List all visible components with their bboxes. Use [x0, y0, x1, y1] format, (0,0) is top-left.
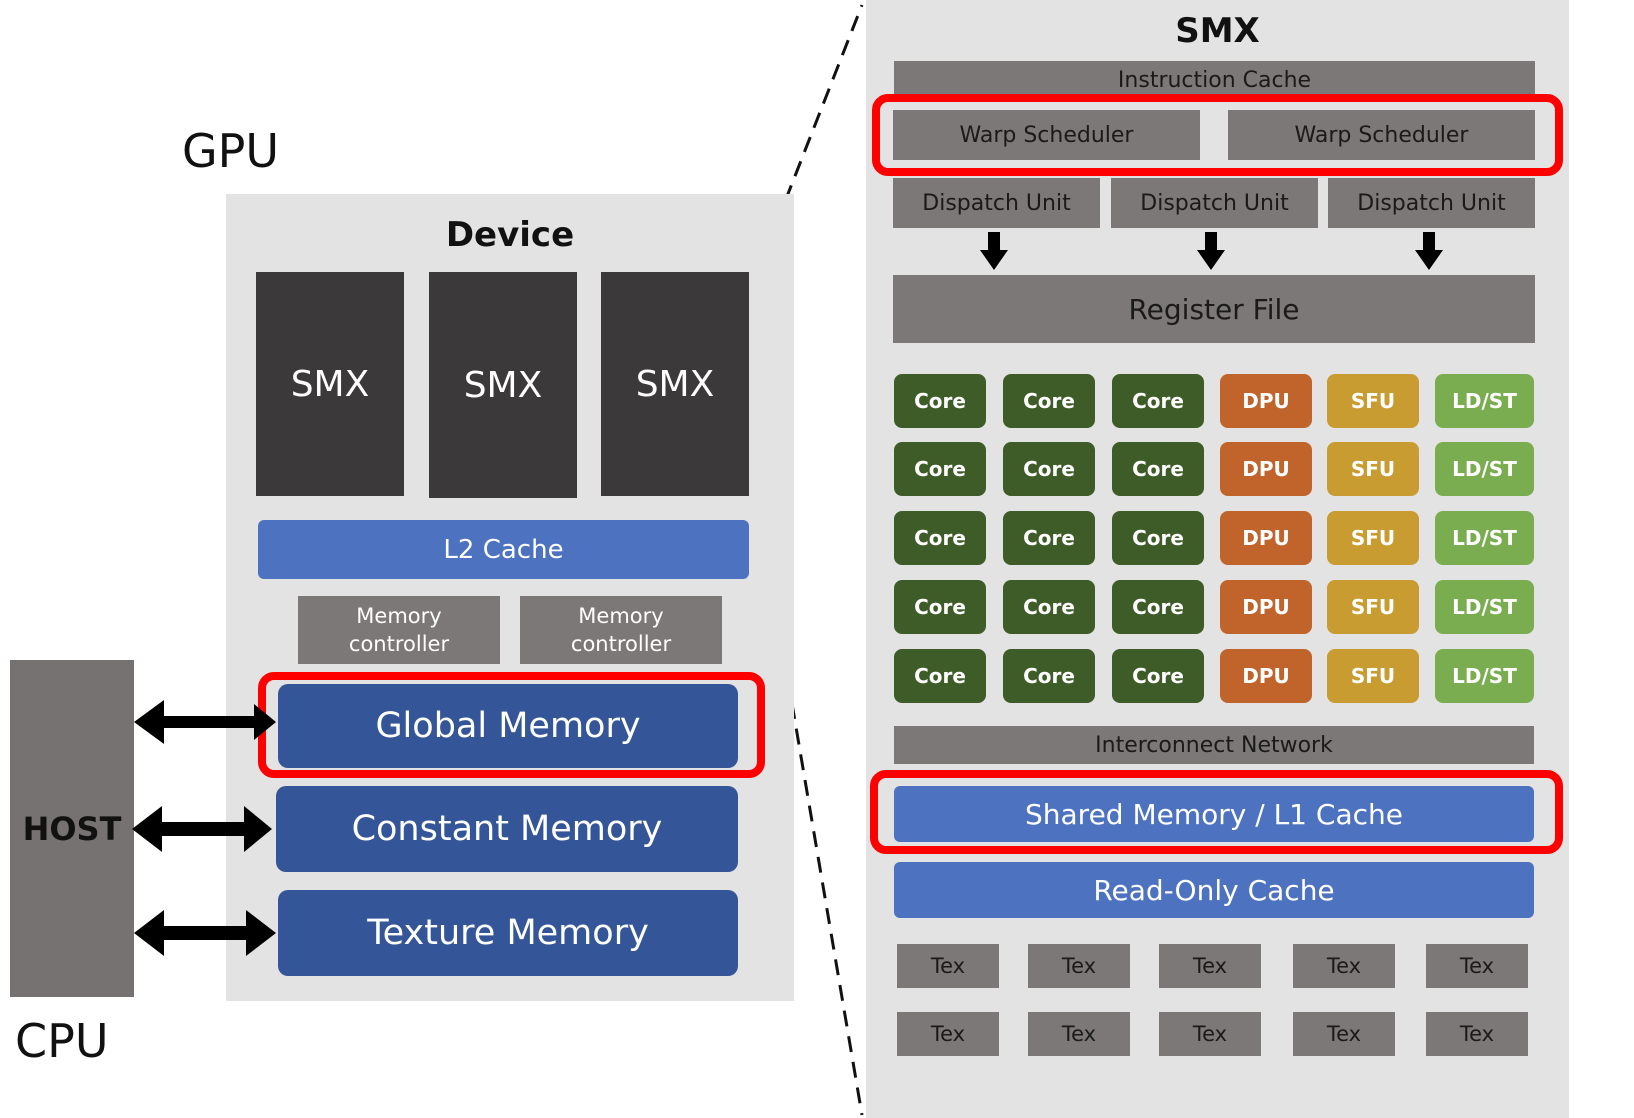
core-unit: Core [1112, 580, 1204, 634]
ldst-unit: LD/ST [1435, 580, 1534, 634]
tex-unit: Tex [1028, 1012, 1130, 1056]
ldst-unit: LD/ST [1435, 374, 1534, 428]
memory-controller: Memory controller [298, 596, 500, 664]
dpu-unit: DPU [1220, 649, 1312, 703]
interconnect-network: Interconnect Network [894, 726, 1534, 764]
device-smx-block: SMX [429, 272, 577, 498]
core-unit: Core [1003, 580, 1095, 634]
core-unit: Core [1112, 511, 1204, 565]
tex-unit: Tex [1293, 944, 1395, 988]
core-unit: Core [894, 374, 986, 428]
warp-scheduler: Warp Scheduler [893, 110, 1200, 160]
core-unit: Core [894, 511, 986, 565]
host-block: HOST [10, 660, 134, 997]
l2-cache: L2 Cache [258, 520, 749, 579]
read-only-cache: Read-Only Cache [894, 862, 1534, 918]
gpu-label: GPU [182, 124, 280, 178]
core-unit: Core [1112, 442, 1204, 496]
tex-unit: Tex [1028, 944, 1130, 988]
core-unit: Core [1003, 374, 1095, 428]
memory-controller: Memory controller [520, 596, 722, 664]
global-memory: Global Memory [278, 684, 738, 768]
tex-unit: Tex [897, 944, 999, 988]
tex-unit: Tex [897, 1012, 999, 1056]
warp-scheduler-highlight [872, 94, 1563, 176]
dpu-unit: DPU [1220, 580, 1312, 634]
core-unit: Core [1003, 442, 1095, 496]
cpu-label: CPU [15, 1014, 109, 1068]
ldst-unit: LD/ST [1435, 649, 1534, 703]
sfu-unit: SFU [1327, 374, 1419, 428]
tex-unit: Tex [1426, 1012, 1528, 1056]
dispatch-unit: Dispatch Unit [893, 178, 1100, 228]
core-unit: Core [894, 580, 986, 634]
dispatch-unit: Dispatch Unit [1111, 178, 1318, 228]
dpu-unit: DPU [1220, 442, 1312, 496]
core-unit: Core [1112, 649, 1204, 703]
shared-memory-l1-cache: Shared Memory / L1 Cache [894, 786, 1534, 842]
sfu-unit: SFU [1327, 442, 1419, 496]
sfu-unit: SFU [1327, 649, 1419, 703]
tex-unit: Tex [1426, 944, 1528, 988]
register-file: Register File [893, 275, 1535, 343]
ldst-unit: LD/ST [1435, 511, 1534, 565]
sfu-unit: SFU [1327, 511, 1419, 565]
device-smx-block: SMX [256, 272, 404, 496]
dpu-unit: DPU [1220, 374, 1312, 428]
core-unit: Core [1003, 649, 1095, 703]
core-unit: Core [894, 442, 986, 496]
global-memory-highlight [258, 672, 765, 778]
dpu-unit: DPU [1220, 511, 1312, 565]
constant-memory: Constant Memory [276, 786, 738, 872]
ldst-unit: LD/ST [1435, 442, 1534, 496]
tex-unit: Tex [1159, 944, 1261, 988]
warp-scheduler: Warp Scheduler [1228, 110, 1535, 160]
smx-title: SMX [1175, 11, 1260, 51]
instruction-cache: Instruction Cache [894, 61, 1535, 99]
dispatch-unit: Dispatch Unit [1328, 178, 1535, 228]
core-unit: Core [1003, 511, 1095, 565]
device-title: Device [445, 215, 575, 255]
shared-memory-highlight [870, 770, 1563, 854]
texture-memory: Texture Memory [278, 890, 738, 976]
core-unit: Core [1112, 374, 1204, 428]
tex-unit: Tex [1293, 1012, 1395, 1056]
device-smx-block: SMX [601, 272, 749, 496]
tex-unit: Tex [1159, 1012, 1261, 1056]
core-unit: Core [894, 649, 986, 703]
sfu-unit: SFU [1327, 580, 1419, 634]
